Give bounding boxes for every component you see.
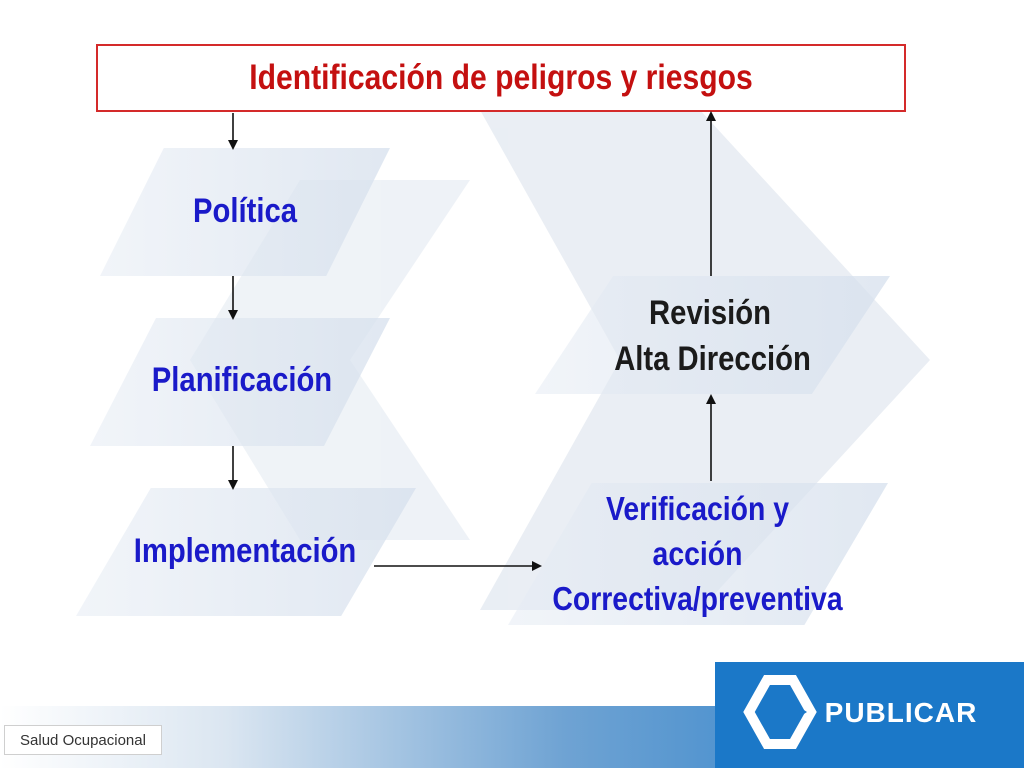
publicar-logo-block [715,662,1024,768]
diagram-title: Identificación de peligros y riesgos [249,58,753,97]
node-verificacion-line3: Correctiva/preventiva [552,580,843,617]
footer-label: Salud Ocupacional [4,725,162,755]
title-box: Identificación de peligros y riesgos [96,44,906,112]
node-planificacion: Planificación [151,361,333,399]
node-revision-line1: Revisión [649,294,771,332]
node-politica: Política [192,192,298,230]
node-revision-line2: Alta Dirección [614,340,811,378]
publicar-logo-mark [743,675,817,749]
node-verificacion-line2: acción [652,535,743,572]
node-implementacion: Implementación [133,532,357,570]
node-verificacion-line1: Verificación y [606,490,789,527]
publicar-logo-text: PUBLICAR [824,697,978,728]
